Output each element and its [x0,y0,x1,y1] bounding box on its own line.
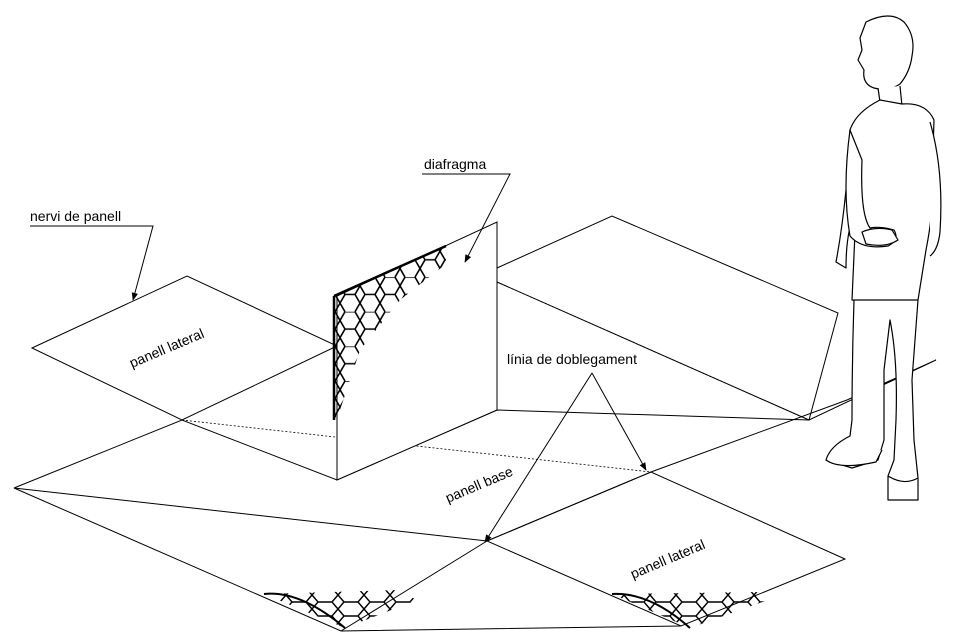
rib-label: nervi de panell [30,208,121,224]
base-panel-label: panell base [443,463,515,506]
fold-line-label: línia de doblegament [507,351,637,367]
standing-person-icon [825,15,942,501]
fold-lines [181,281,810,473]
base-mesh-patches [263,590,768,629]
back-panel [496,215,839,421]
fold-leader-1 [484,372,593,543]
mesh-patch-right [612,592,768,628]
diaphragm-panel [332,221,498,481]
side-panel-right-label: panell lateral [628,536,707,582]
fold-leader-2 [591,372,647,471]
diaphragm-leader [422,173,511,263]
rib-leader [30,225,154,301]
side-panel-left-label: panell lateral [127,325,206,371]
leaders [30,173,647,543]
diaphragm-label: diafragma [424,156,486,172]
side-panel-right [485,471,847,627]
